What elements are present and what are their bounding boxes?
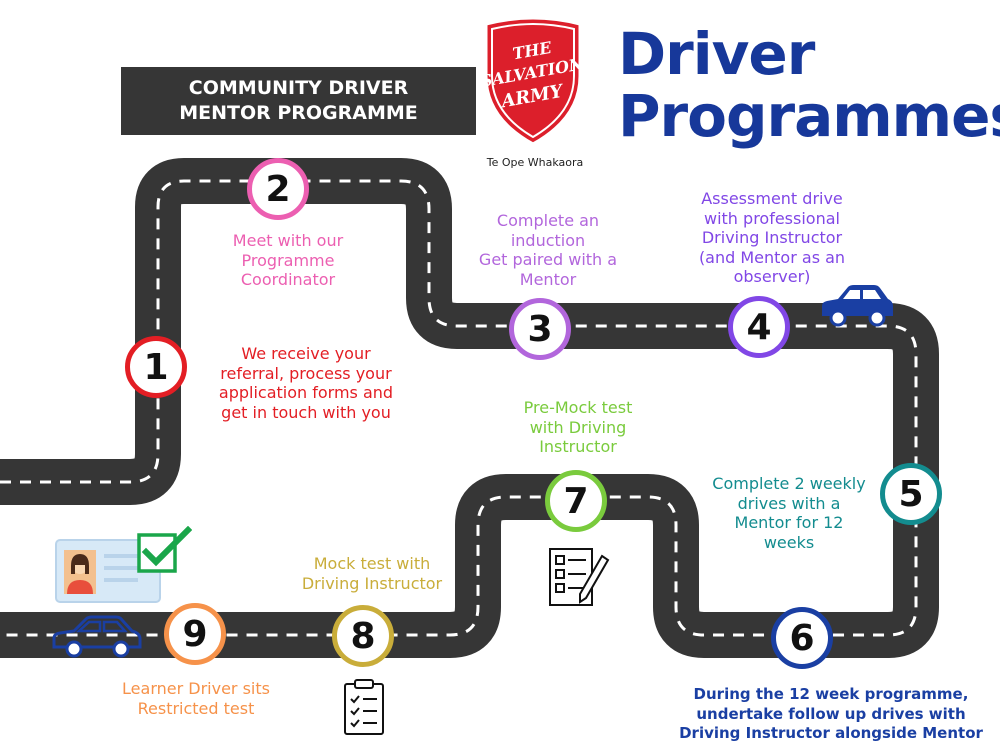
step-6-label-line: Driving Instructor alongside Mentor — [679, 724, 983, 742]
banner-line-1: COMMUNITY DRIVER — [188, 77, 409, 99]
page-title-line-2: Programmes — [618, 82, 1000, 150]
step-3-circle: 3 — [509, 298, 571, 360]
step-8-label-line: Driving Instructor — [301, 573, 443, 593]
step-5-label: Complete 2 weekly drives with a Mentor f… — [701, 474, 877, 552]
car-icon — [822, 285, 893, 327]
step-6-number: 6 — [789, 617, 815, 659]
logo-tagline: Te Ope Whakaora — [486, 156, 584, 169]
step-3-number: 3 — [527, 308, 553, 350]
step-7-label-line: Pre-Mock test — [523, 398, 633, 417]
step-1-label: We receive your referral, process your a… — [198, 344, 414, 422]
step-7-circle: 7 — [545, 470, 607, 532]
step-4-number: 4 — [746, 306, 772, 348]
step-4-label-line: with professional — [704, 208, 840, 228]
licence-card-icon — [55, 539, 161, 603]
step-3-label-line: Mentor — [519, 269, 577, 289]
step-2-label: Meet with our Programme Coordinator — [208, 231, 368, 290]
banner-line-2: MENTOR PROGRAMME — [179, 102, 418, 124]
step-7-label-line: with Driving — [529, 417, 627, 437]
checkmark-icon — [137, 526, 192, 573]
car-icon — [52, 615, 142, 658]
step-1-label-line: application forms and — [218, 383, 394, 402]
step-8-circle: 8 — [332, 605, 394, 667]
step-6-label: During the 12 week programme, undertake … — [666, 685, 996, 744]
step-1-label-line: We receive your — [241, 344, 371, 363]
step-4-label-line: Assessment drive — [701, 189, 843, 208]
programme-banner: COMMUNITY DRIVER MENTOR PROGRAMME — [121, 67, 476, 135]
step-6-label-line: undertake follow up drives with — [696, 704, 966, 723]
step-2-label-line: Meet with our — [232, 231, 344, 250]
step-7-label-line: Instructor — [539, 437, 617, 456]
step-2-number: 2 — [265, 168, 291, 210]
step-1-label-line: referral, process your — [220, 363, 392, 383]
step-4-circle: 4 — [728, 296, 790, 358]
step-4-label-line: observer) — [733, 267, 811, 286]
step-2-label-line: Programme — [241, 250, 335, 270]
step-2-label-line: Coordinator — [240, 270, 336, 289]
page-title-line-1: Driver — [618, 20, 815, 88]
step-1-label-line: get in touch with you — [221, 402, 391, 422]
step-8-number: 8 — [350, 615, 376, 657]
step-3-label-line: induction — [510, 230, 586, 250]
step-9-number: 9 — [182, 613, 208, 655]
step-8-label: Mock test with Driving Instructor — [284, 554, 460, 593]
step-4-label-line: Driving Instructor — [701, 228, 843, 247]
step-5-number: 5 — [898, 473, 924, 515]
clipboard-checklist-icon — [344, 679, 384, 735]
step-4-label: Assessment drive with professional Drivi… — [682, 189, 862, 287]
step-6-circle: 6 — [771, 607, 833, 669]
step-7-number: 7 — [563, 480, 589, 522]
step-3-label-line: Get paired with a — [478, 250, 618, 269]
step-1-circle: 1 — [125, 336, 187, 398]
step-5-label-line: Complete 2 weekly — [712, 474, 866, 493]
step-9-label-line: Restricted test — [137, 698, 255, 718]
salvation-army-logo: THE SALVATION ARMY — [479, 16, 586, 146]
clipboard-checklist-icon — [549, 548, 610, 606]
step-3-label-line: Complete an — [496, 211, 600, 230]
step-3-label: Complete an induction Get paired with a … — [460, 211, 636, 289]
step-9-label-line: Learner Driver sits — [122, 679, 270, 698]
step-8-label-line: Mock test with — [313, 554, 431, 573]
step-9-circle: 9 — [164, 603, 226, 665]
step-5-label-line: drives with a — [737, 493, 841, 513]
step-7-label: Pre-Mock test with Driving Instructor — [500, 398, 656, 457]
step-4-label-line: (and Mentor as an — [698, 247, 846, 267]
step-6-label-line: During the 12 week programme, — [693, 685, 969, 703]
step-5-circle: 5 — [880, 463, 942, 525]
step-9-label: Learner Driver sits Restricted test — [104, 679, 288, 718]
step-1-number: 1 — [143, 346, 169, 388]
step-5-label-line: Mentor for 12 — [734, 513, 844, 532]
step-5-label-line: weeks — [763, 532, 815, 552]
step-2-circle: 2 — [247, 158, 309, 220]
